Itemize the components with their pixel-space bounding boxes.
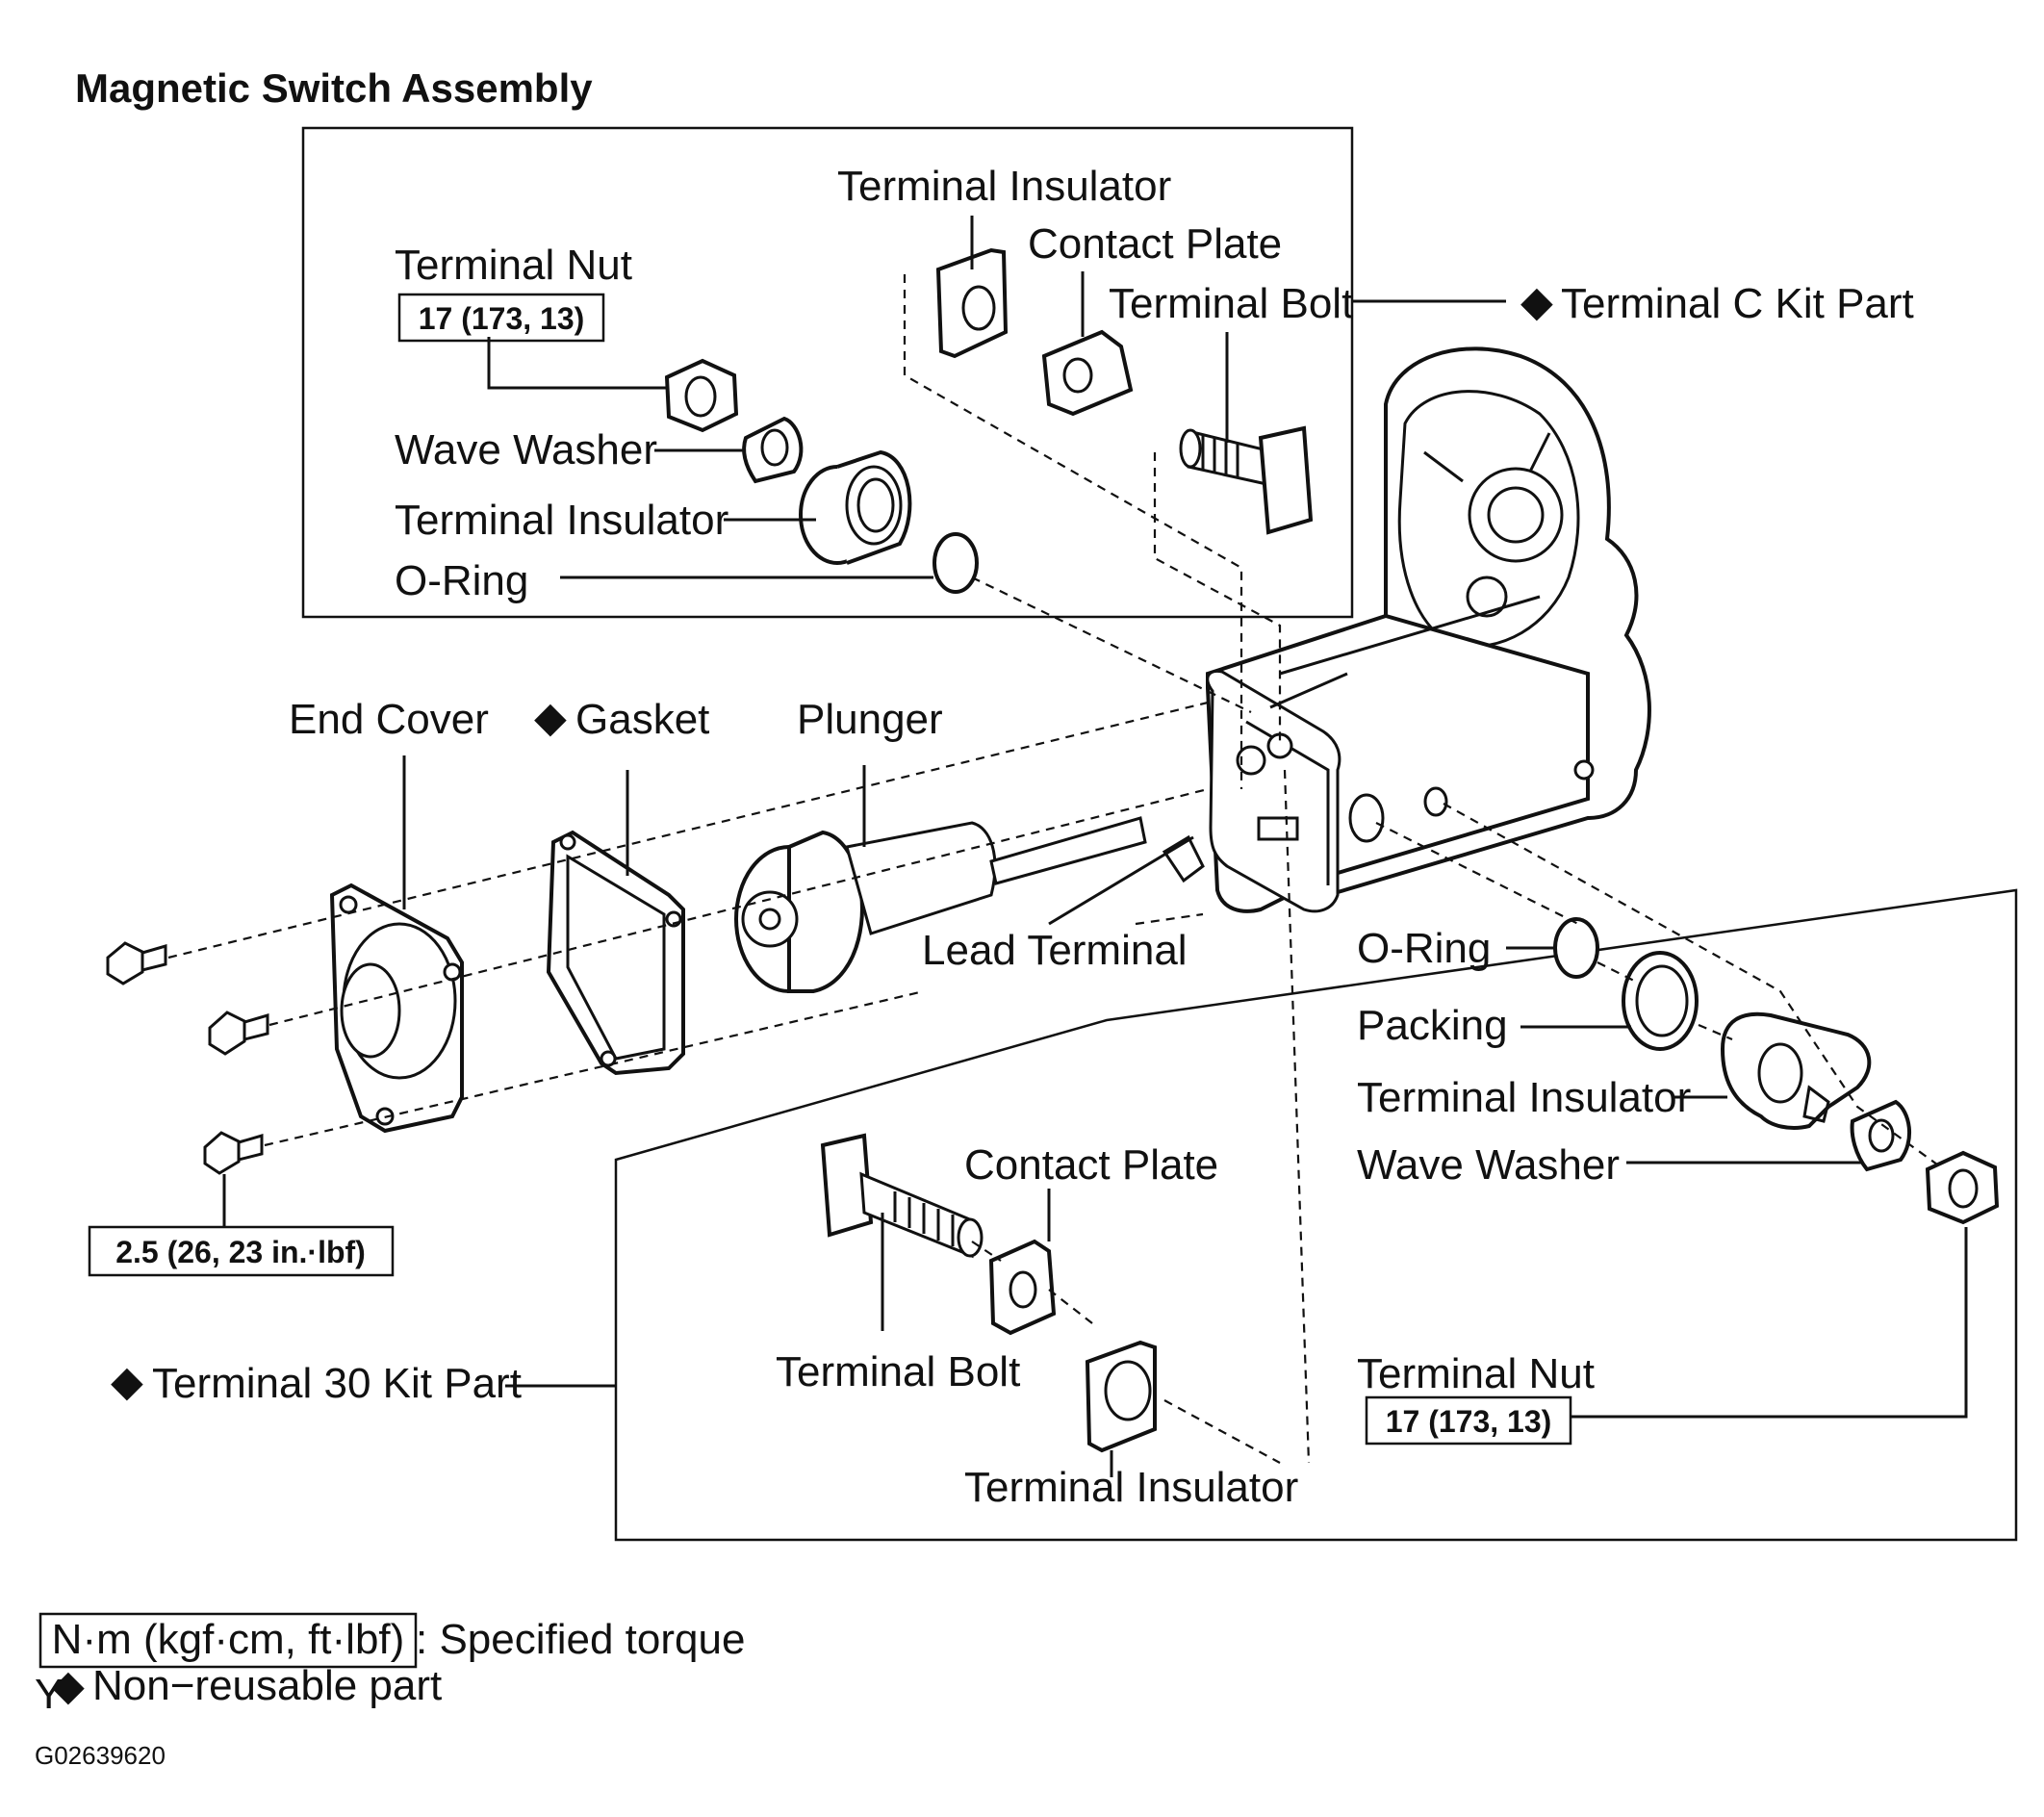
label-terminal-insulator-bottom: Terminal Insulator <box>964 1464 1298 1511</box>
diamond-icon: ◆ <box>1520 278 1553 325</box>
legend-torque-box <box>38 1612 418 1669</box>
terminal-insulator-right-part <box>1720 1011 1872 1130</box>
terminal-bolt-top-part <box>1179 425 1314 535</box>
o-ring-right-part <box>1553 917 1599 979</box>
terminal-c-kit-box <box>301 126 1354 619</box>
label-terminal-nut-bottom: Terminal Nut <box>1357 1350 1595 1397</box>
legend-torque-desc: : Specified torque <box>416 1616 745 1663</box>
torque-bolts: 2.5 (26, 23 in.·lbf) <box>115 1235 366 1269</box>
diamond-icon: ◆ <box>111 1358 143 1405</box>
figure-id: G02639620 <box>35 1741 166 1770</box>
terminal-bolt-bottom-part <box>820 1133 984 1259</box>
gasket-part <box>546 830 685 1076</box>
torque-box-nut-top <box>397 293 605 343</box>
diamond-icon: ◆ <box>52 1662 85 1709</box>
label-terminal-insulator-right: Terminal Insulator <box>1357 1074 1691 1121</box>
torque-box-bolts <box>88 1225 395 1277</box>
end-cover-part <box>329 883 464 1134</box>
starter-housing <box>1206 346 1651 913</box>
legend-torque-units: N·m (kgf·cm, ft·lbf) <box>52 1616 405 1663</box>
torque-box-nut-bottom <box>1365 1395 1572 1446</box>
bolt-3-part <box>203 1131 264 1175</box>
label-terminal-30-kit: Terminal 30 Kit Part <box>152 1360 522 1407</box>
label-packing: Packing <box>1357 1002 1508 1049</box>
label-wave-washer-right: Wave Washer <box>1357 1141 1620 1189</box>
label-end-cover: End Cover <box>289 696 489 743</box>
terminal-30-kit-box <box>614 888 2018 1542</box>
label-terminal-insulator-mid: Terminal Insulator <box>395 497 728 544</box>
o-ring-top-part <box>933 532 979 594</box>
label-terminal-bolt-bottom: Terminal Bolt <box>776 1348 1020 1395</box>
torque-terminal-nut-bottom: 17 (173, 13) <box>1386 1404 1552 1439</box>
label-o-ring-right: O-Ring <box>1357 925 1491 972</box>
label-contact-plate-bottom: Contact Plate <box>964 1141 1218 1189</box>
terminal-insulator-bottom-part <box>1085 1340 1157 1453</box>
label-lead-terminal: Lead Terminal <box>922 927 1188 974</box>
assembly-dashed-lines <box>167 274 1945 1464</box>
label-contact-plate-top: Contact Plate <box>1028 220 1282 268</box>
torque-terminal-nut-top: 17 (173, 13) <box>419 301 585 336</box>
label-o-ring-top: O-Ring <box>395 557 528 604</box>
legend-mark-y: Y <box>35 1671 63 1718</box>
label-gasket: Gasket <box>575 696 709 743</box>
legend-nonreusable: Non−reusable part <box>92 1662 442 1709</box>
bolt-1-part <box>106 941 167 985</box>
label-terminal-nut-top: Terminal Nut <box>395 242 632 289</box>
label-terminal-c-kit: Terminal C Kit Part <box>1561 280 1914 327</box>
label-wave-washer-top: Wave Washer <box>395 426 657 473</box>
label-plunger: Plunger <box>797 696 943 743</box>
leader-lines <box>222 216 1968 1477</box>
plunger-part <box>734 816 1147 993</box>
label-terminal-bolt-top: Terminal Bolt <box>1109 280 1353 327</box>
diamond-icon: ◆ <box>534 694 567 741</box>
bolt-2-part <box>208 1011 269 1056</box>
diagram-title: Magnetic Switch Assembly <box>75 65 593 111</box>
contact-plate-bottom-part <box>988 1239 1057 1336</box>
label-terminal-insulator-top: Terminal Insulator <box>837 163 1171 210</box>
